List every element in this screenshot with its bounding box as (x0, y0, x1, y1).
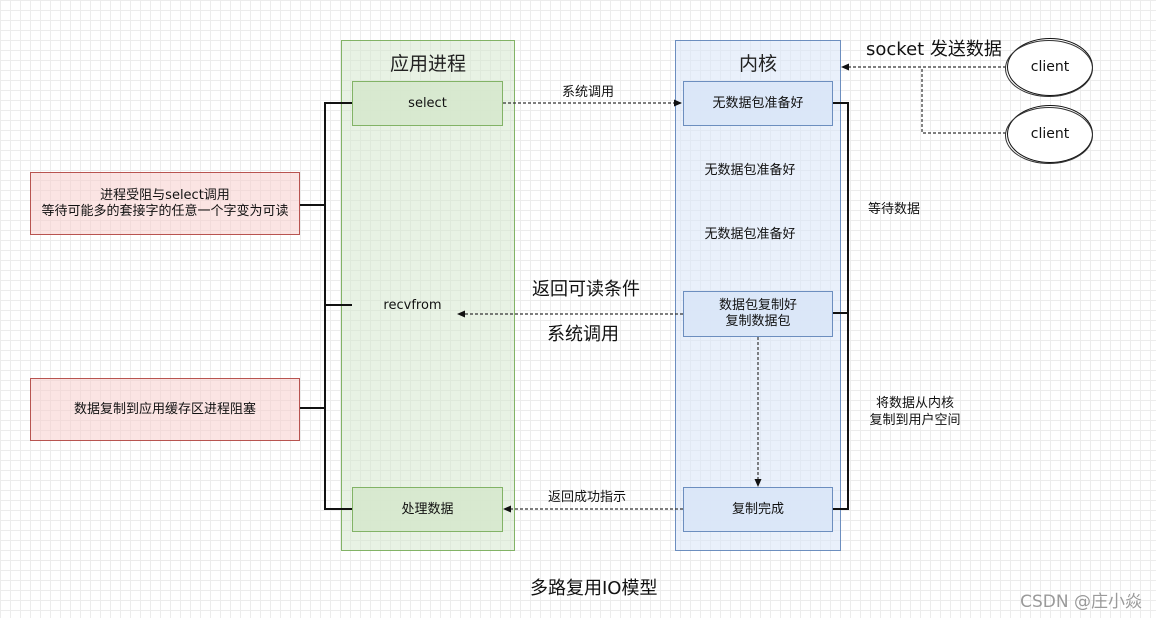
syscall-mid-label: 系统调用 (547, 324, 619, 345)
syscall-top-label: 系统调用 (562, 85, 615, 100)
return-success-label: 返回成功指示 (548, 490, 627, 505)
copy-to-user-line1: 将数据从内核 (875, 396, 954, 411)
csdn-watermark: CSDN @庄小焱 (1020, 592, 1142, 612)
kernel-wait-bracket (832, 102, 849, 314)
copy-blocked-note: 数据复制到应用缓存区进程阻塞 (30, 378, 300, 441)
kernel-copy-bracket (832, 312, 849, 510)
copy-to-user-label: 将数据从内核 复制到用户空间 (862, 395, 968, 429)
select-blocked-line1: 进程受阻与select调用 (100, 187, 230, 203)
select-blocked-note: 进程受阻与select调用 等待可能多的套接字的任意一个字变为可读 (30, 172, 300, 235)
select-box: select (352, 81, 503, 126)
copy-done-box: 复制完成 (683, 487, 833, 532)
packet-ready-box: 数据包复制好 复制数据包 (683, 291, 833, 337)
no-packet-ready-label-3: 无数据包准备好 (704, 227, 796, 242)
client-ellipse-2: client (1005, 105, 1093, 164)
recvfrom-label: recvfrom (383, 298, 442, 313)
no-packet-ready-box: 无数据包准备好 (683, 81, 833, 126)
app-process-title: 应用进程 (389, 53, 466, 75)
wait-data-label: 等待数据 (868, 202, 921, 217)
kernel-title: 内核 (738, 53, 777, 75)
socket-send-label: socket 发送数据 (866, 39, 1002, 60)
no-packet-ready-label-2: 无数据包准备好 (704, 163, 796, 178)
client2-connector (921, 67, 1006, 134)
copy-to-user-line2: 复制到用户空间 (869, 413, 961, 428)
diagram-caption: 多路复用IO模型 (530, 578, 658, 599)
client-ellipse-1: client (1005, 38, 1093, 97)
packet-ready-line1: 数据包复制好 (718, 298, 797, 313)
packet-ready-line2: 复制数据包 (725, 314, 791, 329)
process-data-box: 处理数据 (352, 487, 503, 532)
return-readable-label: 返回可读条件 (532, 279, 640, 300)
select-blocked-line2: 等待可能多的套接字的任意一个字变为可读 (41, 203, 289, 219)
